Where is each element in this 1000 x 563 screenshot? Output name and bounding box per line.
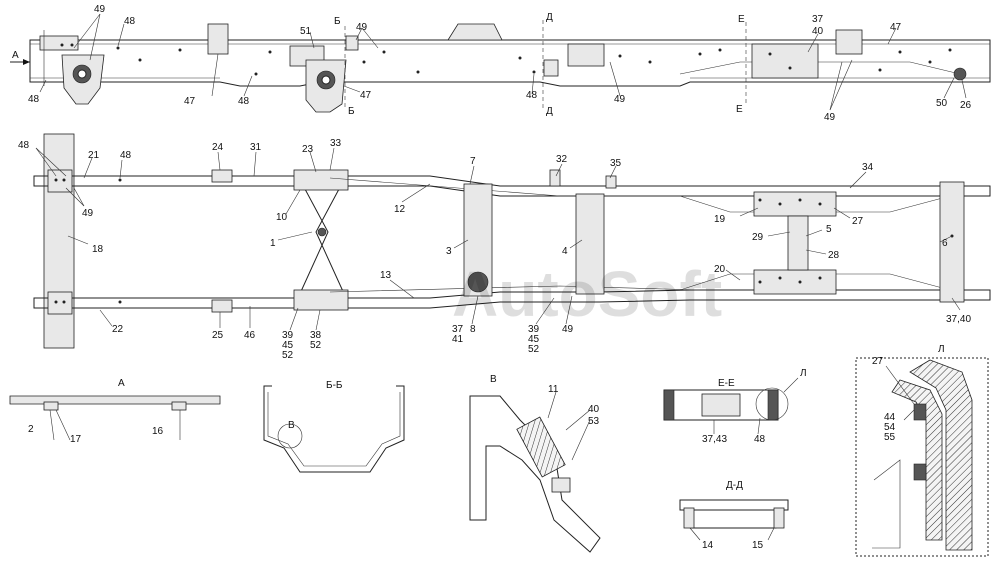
section-bb: Б-Б В bbox=[263, 380, 405, 473]
callout: 40 bbox=[812, 26, 824, 37]
section-dd: Д-Д 14 15 bbox=[679, 480, 789, 551]
callout: 10 bbox=[276, 212, 288, 223]
callout: 4 bbox=[562, 246, 568, 257]
callout: 20 bbox=[714, 264, 726, 275]
callout: 17 bbox=[70, 434, 82, 445]
callout: 48 bbox=[124, 16, 136, 27]
callout: 2 bbox=[28, 424, 34, 435]
callout: 22 bbox=[112, 324, 124, 335]
callout: 49 bbox=[614, 94, 626, 105]
callout: 32 bbox=[556, 154, 568, 165]
callout: 50 bbox=[936, 98, 948, 109]
callout: 24 bbox=[212, 142, 224, 153]
arrow-a-label: А bbox=[12, 50, 19, 61]
section-title-a: А bbox=[118, 378, 125, 389]
callout: 3 bbox=[446, 246, 452, 257]
cut-d-bottom: Д bbox=[546, 106, 553, 117]
callout: 37,40 bbox=[946, 314, 971, 325]
callout: 41 bbox=[452, 334, 464, 345]
callout: 31 bbox=[250, 142, 262, 153]
callout: 46 bbox=[244, 330, 256, 341]
cut-d-top: Д bbox=[546, 12, 553, 23]
callout: В bbox=[288, 420, 295, 431]
callout: 25 bbox=[212, 330, 224, 341]
callout: 44 bbox=[884, 412, 896, 423]
section-title-bb: Б-Б bbox=[326, 380, 343, 391]
side-view: А Б Б Д Д Е Е 49 48 47 48 51 49 47 48 37… bbox=[10, 4, 991, 123]
callout: 53 bbox=[588, 416, 600, 427]
watermark: AutoSoft bbox=[452, 258, 722, 330]
callout: 7 bbox=[470, 156, 476, 167]
callout: 52 bbox=[282, 350, 294, 361]
callout: 48 bbox=[120, 150, 132, 161]
callout: 6 bbox=[942, 238, 948, 249]
callout: 48 bbox=[238, 96, 250, 107]
callout: 49 bbox=[94, 4, 106, 15]
section-a: А 2 17 16 bbox=[9, 378, 221, 445]
callout: 37,43 bbox=[702, 434, 727, 445]
cut-b-bottom: Б bbox=[348, 106, 355, 117]
callout: 49 bbox=[562, 324, 574, 335]
callout: 48 bbox=[526, 90, 538, 101]
cut-b-top: Б bbox=[334, 16, 341, 27]
callout: 27 bbox=[852, 216, 864, 227]
callout: 19 bbox=[714, 214, 726, 225]
callout: 40 bbox=[588, 404, 600, 415]
callout: 14 bbox=[702, 540, 714, 551]
callout: 39 bbox=[282, 330, 294, 341]
callout: 47 bbox=[890, 22, 902, 33]
section-title-dd: Д-Д bbox=[726, 480, 743, 491]
callout: 47 bbox=[184, 96, 196, 107]
callout: 5 bbox=[826, 224, 832, 235]
section-title-l: Л bbox=[938, 344, 945, 355]
callout: 12 bbox=[394, 204, 406, 215]
callout: 27 bbox=[872, 356, 884, 367]
callout: 11 bbox=[548, 384, 559, 395]
callout: 48 bbox=[18, 140, 30, 151]
callout: 29 bbox=[752, 232, 764, 243]
callout: 21 bbox=[88, 150, 100, 161]
callout: 15 bbox=[752, 540, 764, 551]
callout: 34 bbox=[862, 162, 874, 173]
callout: 38 bbox=[310, 330, 322, 341]
callout: 26 bbox=[960, 100, 972, 111]
callout: 33 bbox=[330, 138, 342, 149]
callout: 37 bbox=[812, 14, 824, 25]
cut-e-bottom: Е bbox=[736, 104, 743, 115]
callout: 49 bbox=[356, 22, 368, 33]
callout: 52 bbox=[310, 340, 322, 351]
callout: 28 bbox=[828, 250, 840, 261]
callout: 48 bbox=[28, 94, 40, 105]
callout: 23 bbox=[302, 144, 314, 155]
section-ee: Е-Е 37,43 48 Л bbox=[663, 368, 807, 445]
callout: 49 bbox=[82, 208, 94, 219]
cut-e-top: Е bbox=[738, 14, 745, 25]
callout: 18 bbox=[92, 244, 104, 255]
section-title-v: В bbox=[490, 374, 497, 385]
callout: 8 bbox=[470, 324, 476, 335]
section-title-ee: Е-Е bbox=[718, 378, 735, 389]
callout: 35 bbox=[610, 158, 622, 169]
callout: 47 bbox=[360, 90, 372, 101]
section-v: В 11 40 53 bbox=[469, 374, 601, 553]
callout: 54 bbox=[884, 422, 896, 433]
callout: 51 bbox=[300, 26, 312, 37]
callout: Л bbox=[800, 368, 807, 379]
callout: 52 bbox=[528, 344, 540, 355]
callout: 45 bbox=[528, 334, 540, 345]
callout: 37 bbox=[452, 324, 464, 335]
section-l: Л 27 44 54 55 bbox=[855, 344, 989, 557]
callout: 48 bbox=[754, 434, 766, 445]
callout: 1 bbox=[270, 238, 276, 249]
callout: 45 bbox=[282, 340, 294, 351]
callout: 39 bbox=[528, 324, 540, 335]
callout: 49 bbox=[824, 112, 836, 123]
callout: 16 bbox=[152, 426, 164, 437]
callout: 13 bbox=[380, 270, 392, 281]
plan-view: 48 21 48 49 18 22 24 31 23 33 10 1 25 46… bbox=[18, 133, 991, 361]
callout: 55 bbox=[884, 432, 896, 443]
